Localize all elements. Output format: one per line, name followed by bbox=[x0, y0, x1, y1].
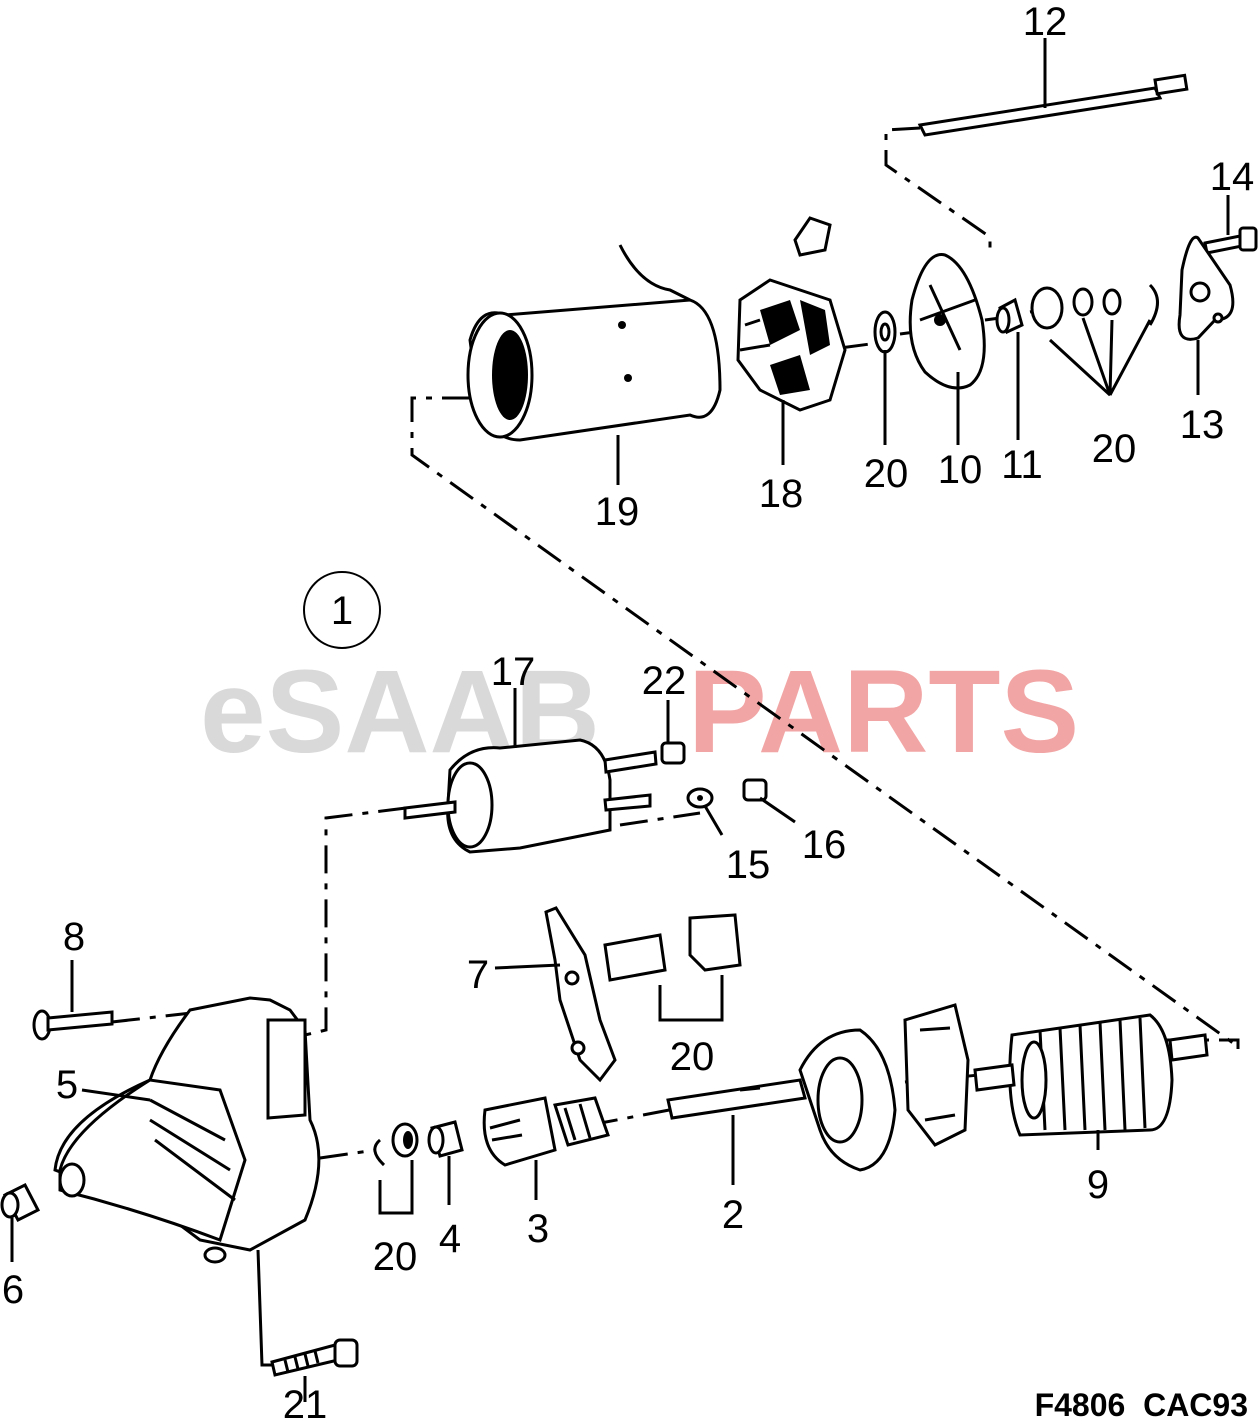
callout-13: 13 bbox=[1180, 403, 1225, 447]
callout-4: 4 bbox=[439, 1217, 461, 1261]
yoke-housing-part bbox=[466, 244, 722, 442]
callout-10: 10 bbox=[938, 448, 983, 492]
callout-1: 1 bbox=[331, 589, 353, 633]
leader-7 bbox=[494, 963, 561, 970]
callout-20-top-right: 20 bbox=[1092, 427, 1137, 471]
figure-code: F4806 CAC93 bbox=[1035, 1387, 1248, 1422]
nut-22-part bbox=[660, 741, 686, 765]
assembly-line-15 bbox=[619, 811, 701, 827]
stop-ring-part bbox=[427, 1120, 464, 1158]
callout-2: 2 bbox=[722, 1193, 744, 1237]
assembly-lines bbox=[111, 126, 1241, 1160]
callout-18: 18 bbox=[759, 472, 804, 516]
bearing-plate-part bbox=[903, 1003, 970, 1147]
callout-20-bottom: 20 bbox=[373, 1235, 418, 1279]
solenoid-part bbox=[403, 738, 658, 854]
pinion-drive-part bbox=[482, 1096, 610, 1167]
washer-20-part bbox=[873, 310, 897, 354]
callout-19: 19 bbox=[595, 490, 640, 534]
drive-end-housing-part bbox=[53, 996, 321, 1264]
bush-6-part bbox=[0, 1182, 41, 1223]
end-bracket-part bbox=[1177, 235, 1235, 341]
nut-16-part bbox=[742, 778, 768, 802]
leader-15 bbox=[703, 805, 724, 836]
intermediate-shaft-part bbox=[666, 1078, 807, 1120]
rings-right-part bbox=[1030, 283, 1159, 397]
planetary-housing-part bbox=[798, 1028, 897, 1172]
rings-left-part bbox=[373, 1122, 419, 1215]
leader-21-elbow bbox=[256, 1249, 272, 1367]
callout-5: 5 bbox=[56, 1063, 78, 1107]
callout-7: 7 bbox=[467, 953, 489, 997]
assembly-line-17 bbox=[304, 806, 407, 1037]
assembly-line-12 bbox=[884, 126, 992, 256]
slide-blocks-part bbox=[603, 913, 742, 1022]
assembly-line-8 bbox=[111, 1010, 201, 1024]
assembly-line-20-left bbox=[319, 1148, 377, 1160]
watermark-suffix: PARTS bbox=[688, 646, 1079, 778]
callout-20-middle: 20 bbox=[670, 1035, 715, 1079]
callout-14: 14 bbox=[1210, 155, 1255, 199]
washer-15-part bbox=[686, 787, 714, 809]
end-cover-part bbox=[908, 253, 986, 390]
callout-17: 17 bbox=[491, 650, 536, 694]
leader-lines bbox=[10, 38, 1230, 1402]
callout-12: 12 bbox=[1023, 0, 1068, 44]
callout-6: 6 bbox=[2, 1268, 24, 1312]
callout-15: 15 bbox=[726, 843, 771, 887]
callout-22: 22 bbox=[642, 659, 687, 703]
assembly-marker-circle bbox=[303, 571, 381, 649]
leader-5 bbox=[81, 1088, 151, 1102]
bolt-21-part bbox=[270, 1338, 359, 1377]
engaging-lever-part bbox=[544, 906, 617, 1083]
watermark: eSAAB PARTS bbox=[200, 646, 1079, 778]
armature-part bbox=[973, 1013, 1209, 1137]
leader-16 bbox=[759, 796, 796, 824]
callout-20-top: 20 bbox=[864, 452, 909, 496]
callout-21: 21 bbox=[283, 1383, 328, 1422]
bolt-8-part bbox=[32, 1009, 114, 1041]
callout-3: 3 bbox=[527, 1207, 549, 1251]
callout-16: 16 bbox=[802, 823, 847, 867]
brush-holder-part bbox=[736, 216, 847, 412]
callout-8: 8 bbox=[63, 915, 85, 959]
bushing-11-part bbox=[995, 297, 1024, 335]
callout-9: 9 bbox=[1087, 1163, 1109, 1207]
screw-14-part bbox=[1203, 226, 1258, 255]
callout-11: 11 bbox=[1001, 443, 1043, 487]
tie-bolt-part bbox=[917, 73, 1189, 137]
